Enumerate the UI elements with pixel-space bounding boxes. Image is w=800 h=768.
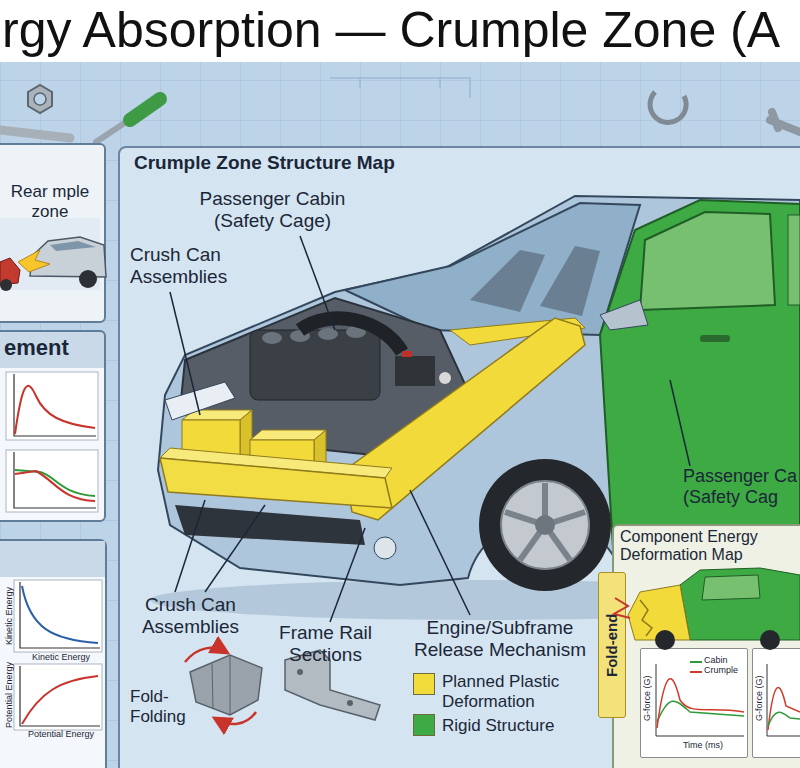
axis-label: G-force (G) — [641, 662, 653, 734]
kinetic-curve — [22, 586, 98, 643]
panel-caption: Rear mple zone — [2, 182, 98, 221]
callout-label: Passenger Cabin (Safety Cage) — [185, 188, 360, 232]
chart-area — [14, 580, 102, 652]
cabin-curve — [657, 701, 744, 722]
legend-text: Rigid Structure — [442, 716, 607, 736]
panel-heading: ement — [4, 335, 104, 360]
callout-label: Potential Energy — [16, 729, 106, 739]
inset-wheel — [760, 630, 780, 650]
legend-text: Cabin — [704, 655, 744, 665]
inset-panel: Component Energy Deformation MapFold-end… — [612, 524, 800, 768]
inset-car-window — [702, 575, 760, 600]
panel-heading: Crumple Zone Structure Map — [134, 152, 474, 174]
nut-hole — [34, 93, 46, 105]
chart-area — [14, 664, 102, 730]
panel-header — [0, 541, 105, 577]
chart-axis — [20, 666, 100, 726]
legend-line-sample — [690, 671, 702, 673]
chart-axis — [767, 664, 800, 736]
wrench — [0, 130, 70, 138]
inset-car-cabin — [680, 568, 800, 640]
axis-label: Time (ms) — [660, 740, 746, 750]
chart-frame: G-force (G) Time (ms) — [640, 648, 748, 758]
side-panel: Rear mple zone — [0, 143, 106, 323]
callout-label: Crush Can Assemblies — [130, 244, 250, 288]
cabin-curve — [768, 712, 800, 726]
bolt — [770, 112, 800, 132]
callout-label: Frame Rail Sections — [268, 622, 383, 666]
blueprint-mark — [330, 78, 470, 98]
legend-swatch — [413, 673, 435, 695]
crumple-curve — [657, 679, 744, 728]
legend-text: Planned Plastic Deformation — [442, 672, 607, 711]
legend-line-sample — [690, 661, 702, 663]
axis-label: Potential Energy — [3, 664, 15, 728]
callout-label: Passenger Ca (Safety Cag — [683, 466, 800, 507]
fold-end-tab: Fold-end — [598, 572, 626, 718]
inset-heading: Component Energy Deformation Map — [620, 528, 792, 565]
side-panel — [0, 540, 106, 768]
chart-frame: G-force (G) — [752, 648, 800, 758]
screwdriver-handle — [130, 99, 160, 120]
potential-curve — [22, 676, 98, 724]
impact-burst — [614, 598, 630, 618]
crumple-curve — [768, 688, 800, 730]
callout-label: Engine/Subframe Release Mechanism — [405, 617, 595, 661]
legend-text: Crumple — [704, 665, 744, 675]
axis-label: Kinetic Energy — [3, 582, 15, 650]
legend-swatch — [413, 714, 435, 736]
title-band — [0, 0, 800, 62]
axis-label: G-force (G) — [753, 662, 765, 734]
inset-car-crumple — [628, 585, 690, 640]
callout-label: Crush Can Assemblies — [128, 594, 253, 638]
crumple-folds — [640, 600, 652, 636]
side-panel: ement — [0, 330, 106, 522]
callout-label: Fold-Folding — [130, 687, 192, 726]
circlip — [650, 92, 686, 122]
callout-label: Kinetic Energy — [16, 652, 106, 662]
chart-axis — [20, 582, 100, 648]
tab-label: Fold-end — [599, 573, 625, 717]
inset-wheel — [655, 630, 675, 650]
page-title: rgy Absorption — Crumple Zone (A — [2, 3, 780, 58]
chart-axis — [656, 664, 744, 736]
hex-nut — [28, 85, 52, 113]
